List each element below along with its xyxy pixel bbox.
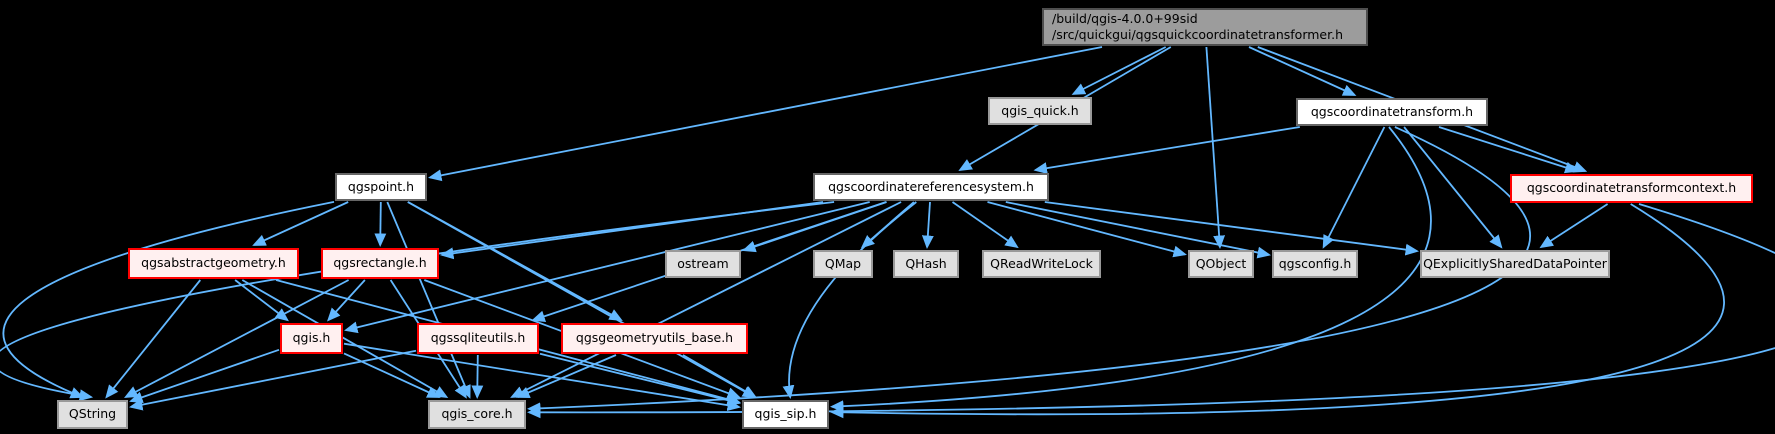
edge-qgscoordinatetransformcontext_h--qgis_core_h xyxy=(526,203,1775,419)
edge-qgscoordinatetransform_h--qgis_sip_h xyxy=(829,126,1432,413)
edge-qgssqliteutils_h--qgis_sip_h xyxy=(539,352,741,407)
edge-qgsabstractgeometry_h--qgis_core_h xyxy=(241,279,449,399)
node-label: qgscoordinatereferencesystem.h xyxy=(828,178,1034,194)
node-label: QHash xyxy=(905,255,947,271)
edge-qgsrectangle_h--qstring xyxy=(124,279,350,398)
edge-qgspoint_h--qgsabstractgeometry_h xyxy=(252,201,349,246)
edge-root--qgis_quick_h xyxy=(1071,46,1167,95)
node-qgis-sip-h[interactable]: qgis_sip.h xyxy=(742,400,829,429)
edge-qgscoordinatetransform_h--qexplicitlyshareddatapointer xyxy=(1403,126,1503,249)
edge-qgsabstractgeometry_h--qgis_h xyxy=(234,279,289,322)
edge-qgspoint_h--qgsrectangle_h xyxy=(374,201,387,248)
node-label: QReadWriteLock xyxy=(990,255,1093,271)
node-qgsconfig-h: qgsconfig.h xyxy=(1272,250,1358,278)
edge-qgsgeometryutils_base_h--qgis_sip_h xyxy=(682,354,758,399)
node-qobject: QObject xyxy=(1188,250,1254,278)
node-label: qgis.h xyxy=(292,330,331,346)
edge-root--qgspoint_h xyxy=(428,46,1103,182)
node-label: qgsrectangle.h xyxy=(333,255,427,271)
node-label: qgspoint.h xyxy=(347,178,415,194)
node-qgscoordinatetransform-h[interactable]: qgscoordinatetransform.h xyxy=(1296,98,1488,126)
edge-qgscoordinatereferencesystem_h--qgis_sip_h xyxy=(782,201,917,400)
node-ostream: ostream xyxy=(665,250,741,278)
node-label: QExplicitlySharedDataPointer xyxy=(1423,255,1607,271)
edge-root--qgscoordinatetransform_h xyxy=(1248,46,1357,96)
node-label: qgsconfig.h xyxy=(1278,255,1352,271)
edge-qgscoordinatereferencesystem_h--qhash xyxy=(921,201,934,250)
node-qgscoordinatetransformcontext-h[interactable]: qgscoordinatetransformcontext.h xyxy=(1510,174,1753,203)
edge-qgsabstractgeometry_h--qstring xyxy=(105,279,202,399)
node-qgssqliteutils-h[interactable]: qgssqliteutils.h xyxy=(417,323,539,354)
edge-qgssqliteutils_h--qstring xyxy=(129,349,417,411)
node-label: /build/qgis-4.0.0+99sid /src/quickgui/qg… xyxy=(1052,10,1344,42)
node-label: qgssqliteutils.h xyxy=(430,330,526,346)
node-qmap: QMap xyxy=(813,250,873,278)
edge-qgscoordinatereferencesystem_h--qobject xyxy=(987,201,1187,258)
node-qgis-quick-h: qgis_quick.h xyxy=(988,97,1092,125)
edge-qgscoordinatetransform_h--qgscoordinatetransformcontext_h xyxy=(1438,126,1579,174)
node-qgsgeometryutils-base-h[interactable]: qgsgeometryutils_base.h xyxy=(561,323,748,354)
node-qexplicitlyshareddatapointer: QExplicitlySharedDataPointer xyxy=(1420,250,1610,278)
node-qgsabstractgeometry-h[interactable]: qgsabstractgeometry.h xyxy=(128,248,299,279)
node-label: ostream xyxy=(677,255,729,271)
node-qhash: QHash xyxy=(893,250,959,278)
node-root: /build/qgis-4.0.0+99sid /src/quickgui/qg… xyxy=(1042,8,1368,46)
edge-qgis_h--qgis_core_h xyxy=(343,352,441,398)
edge-qgssqliteutils_h--qgis_core_h xyxy=(471,354,484,400)
node-qgis-h[interactable]: qgis.h xyxy=(280,323,343,354)
edge-qgscoordinatetransform_h--qgscoordinatereferencesystem_h xyxy=(1033,126,1300,175)
node-label: qgis_sip.h xyxy=(754,406,817,422)
node-label: qgscoordinatetransformcontext.h xyxy=(1526,180,1737,196)
edge-qgsgeometryutils_base_h--qgis_core_h xyxy=(516,354,617,398)
edge-qgscoordinatetransform_h--qgsconfig_h xyxy=(1322,126,1386,249)
node-qgis-core-h: qgis_core.h xyxy=(428,400,526,429)
edge-qgscoordinatereferencesystem_h--qgis_h xyxy=(344,201,870,334)
node-qgsrectangle-h[interactable]: qgsrectangle.h xyxy=(321,248,439,279)
edge-root--qobject xyxy=(1205,46,1226,250)
node-label: QString xyxy=(68,406,117,422)
edge-qgscoordinatetransformcontext_h--qexplicitlyshareddatapointer xyxy=(1539,203,1609,249)
edge-qgspoint_h--qgis_core_h xyxy=(386,201,471,399)
edge-qgscoordinatereferencesystem_h--qreadwritelock xyxy=(951,201,1019,249)
edge-qgscoordinatetransformcontext_h--qgis_sip_h xyxy=(829,203,1725,419)
edge-qgscoordinatetransform_h--qgis_core_h xyxy=(526,126,1531,415)
node-label: qgis_quick.h xyxy=(1001,102,1079,118)
node-label: qgsabstractgeometry.h xyxy=(141,255,286,271)
node-label: QObject xyxy=(1195,255,1247,271)
edge-qgis_h--qstring xyxy=(129,348,280,403)
node-qreadwritelock: QReadWriteLock xyxy=(982,250,1101,278)
edge-qgsrectangle_h--qgis_h xyxy=(327,279,366,322)
edge-qgscoordinatereferencesystem_h--qexplicitlyshareddatapointer xyxy=(1044,201,1420,256)
node-label: qgis_core.h xyxy=(441,406,513,422)
edge-qgscoordinatereferencesystem_h--qgsconfig_h xyxy=(1005,201,1271,259)
edge-qgscoordinatereferencesystem_h--qstring xyxy=(0,201,835,402)
edge-qgspoint_h--qgis_sip_h xyxy=(407,201,757,398)
edge-qgis_h--qgis_sip_h xyxy=(343,342,741,412)
edge-qgscoordinatereferencesystem_h--qgis_core_h xyxy=(510,201,902,398)
edge-qgspoint_h--qstring xyxy=(2,201,335,399)
node-qgscoordinatereferencesystem-h[interactable]: qgscoordinatereferencesystem.h xyxy=(813,173,1049,201)
node-qstring: QString xyxy=(57,400,128,429)
node-qgspoint-h[interactable]: qgspoint.h xyxy=(335,173,427,201)
node-label: qgsgeometryutils_base.h xyxy=(575,330,734,346)
node-label: qgscoordinatetransform.h xyxy=(1310,103,1474,119)
node-label: QMap xyxy=(824,255,862,271)
